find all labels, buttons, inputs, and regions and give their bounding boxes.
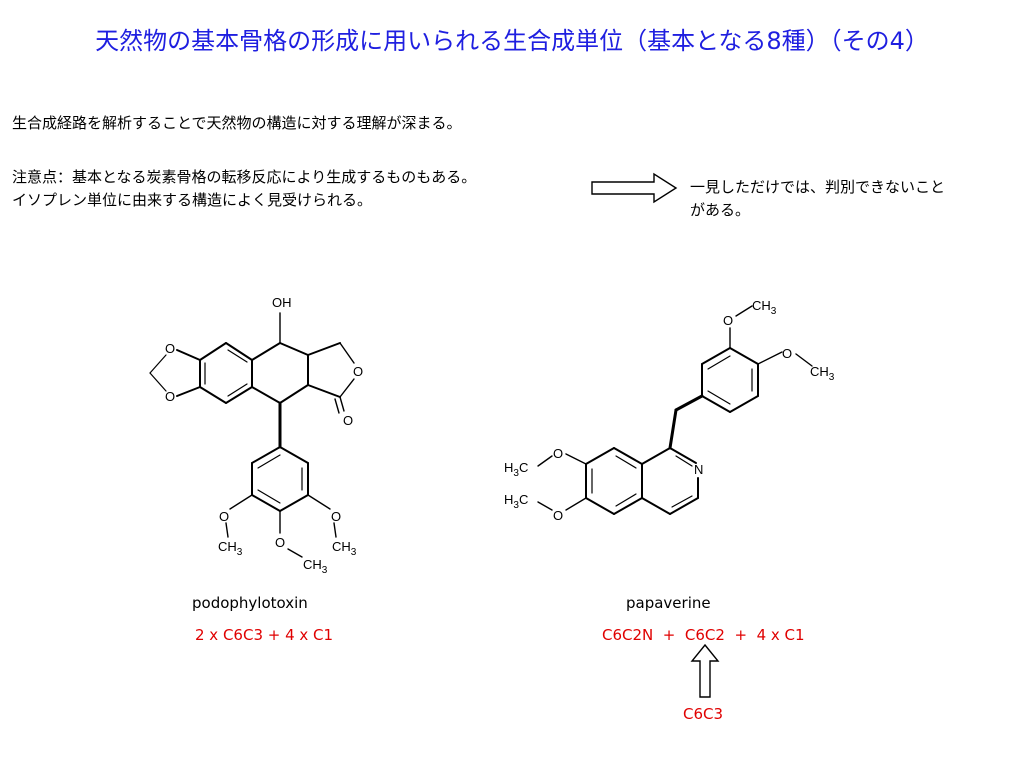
svg-text:CH3: CH3 (303, 557, 328, 576)
conclusion-line-1: 一見しただけでは、判別できないこと (690, 178, 946, 196)
h-label: H (504, 460, 513, 475)
o-label: O (553, 446, 563, 461)
n-label: N (694, 462, 703, 477)
ch-label: CH (332, 539, 351, 554)
note-line-2: イソプレン単位に由来する構造によく見受けられる。 (12, 191, 373, 209)
o-label: O (275, 535, 285, 550)
ch-label: CH (752, 298, 771, 313)
svg-text:CH3: CH3 (332, 539, 357, 558)
conclusion-line-2: がある。 (690, 201, 751, 219)
intro-text: 生合成経路を解析することで天然物の構造に対する理解が深まる。 (12, 114, 462, 132)
o-label: O (343, 413, 353, 428)
subscript-3: 3 (351, 547, 357, 558)
podophyllotoxin-name: podophylotoxin (192, 594, 308, 612)
h-label: H (504, 492, 513, 507)
subscript-3: 3 (237, 547, 243, 558)
subscript-3: 3 (322, 565, 328, 576)
podophyllotoxin-formula: 2 x C6C3 + 4 x C1 (195, 626, 334, 644)
oh-label: OH (272, 295, 292, 310)
subscript-3: 3 (513, 500, 519, 511)
o-label: O (219, 509, 229, 524)
o-label: O (723, 313, 733, 328)
up-arrow-icon (690, 643, 720, 698)
ch-label: CH (810, 364, 829, 379)
c-label: C (519, 460, 528, 475)
svg-text:CH3: CH3 (810, 364, 835, 383)
ch-label: CH (303, 557, 322, 572)
o-label: O (553, 508, 563, 523)
o-label: O (165, 341, 175, 356)
ch-label: CH (218, 539, 237, 554)
o-label: O (331, 509, 341, 524)
papaverine-name: papaverine (626, 594, 711, 612)
svg-text:CH3: CH3 (218, 539, 243, 558)
page-title: 天然物の基本骨格の形成に用いられる生合成単位（基本となる8種）（その4） (95, 27, 929, 55)
note-line-1: 注意点：基本となる炭素骨格の転移反応により生成するものもある。 (12, 168, 477, 186)
svg-text:H3C: H3C (504, 492, 528, 511)
podophyllotoxin-structure: OH O O O O O O O CH3 CH3 CH3 (149, 295, 363, 576)
o-label: O (782, 346, 792, 361)
c6c3-unit-label: C6C3 (683, 705, 724, 723)
papaverine-structure: O CH3 O CH3 N O O H3C H3C (504, 298, 835, 523)
papaverine-formula: C6C2N + C6C2 + 4 x C1 (602, 626, 805, 644)
o-label: O (353, 364, 363, 379)
o-label: O (165, 389, 175, 404)
subscript-3: 3 (513, 468, 519, 479)
subscript-3: 3 (771, 306, 777, 317)
svg-text:H3C: H3C (504, 460, 528, 479)
svg-text:CH3: CH3 (752, 298, 777, 317)
right-arrow-icon (591, 172, 678, 204)
c-label: C (519, 492, 528, 507)
subscript-3: 3 (829, 372, 835, 383)
